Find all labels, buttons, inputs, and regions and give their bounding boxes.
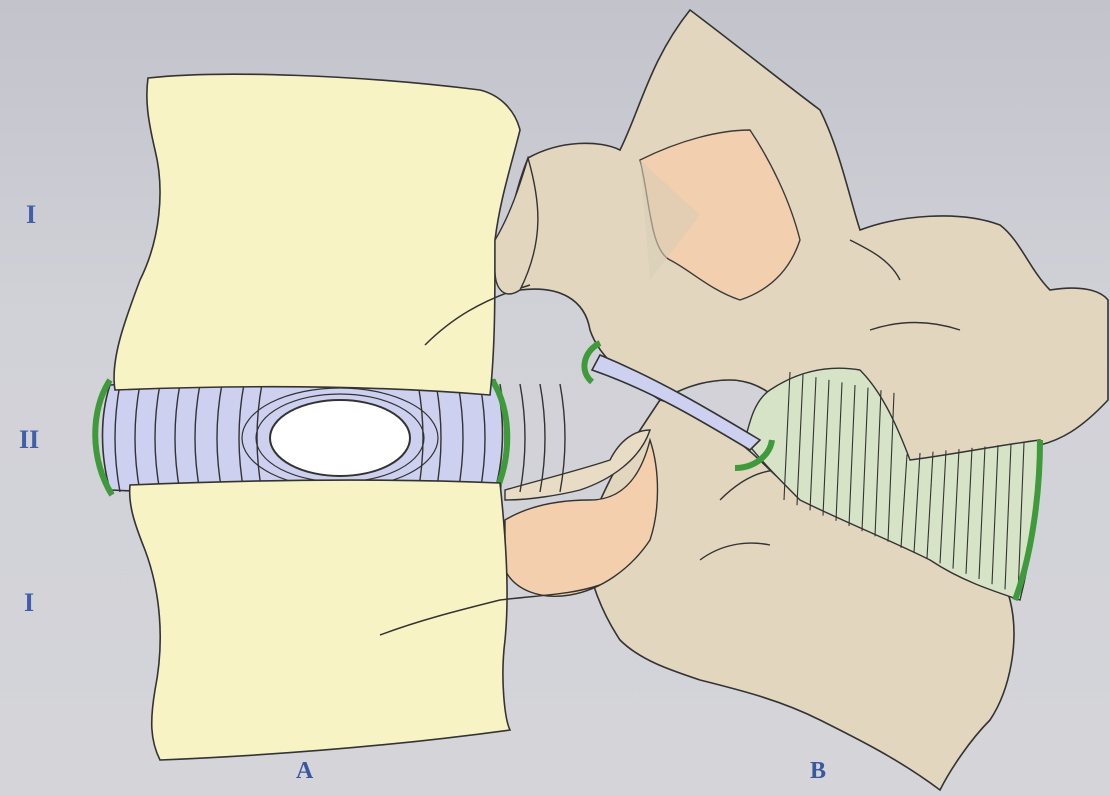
- view-label-b: B: [810, 758, 826, 785]
- posterior-elements: [500, 10, 1108, 790]
- vertebral-column: [95, 74, 600, 760]
- nucleus-pulposus: [270, 400, 410, 476]
- level-label-top: I: [26, 200, 36, 230]
- vertebral-body-upper: [114, 74, 520, 395]
- vertebral-body-lower: [130, 480, 510, 760]
- annulus-ring-line: [520, 384, 525, 492]
- level-label-bottom: I: [24, 588, 34, 618]
- view-label-a: A: [296, 758, 313, 785]
- level-label-disc: II: [19, 425, 39, 455]
- annulus-ring-line: [540, 384, 545, 492]
